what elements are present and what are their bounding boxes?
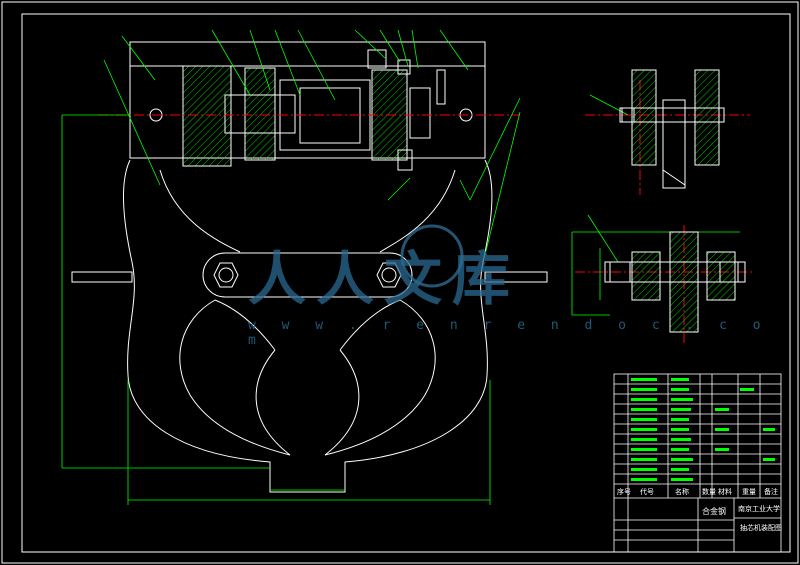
tb-header-seq: 序号 <box>617 487 631 496</box>
watermark-url: w w w . r e n r e n d o c . c o m <box>248 318 770 348</box>
title-block-entries <box>631 378 775 481</box>
tb-university: 南京工业大学 <box>738 504 780 513</box>
side-rod <box>71 271 548 283</box>
link-plate <box>202 252 413 298</box>
clamp-jaw-outline <box>123 159 493 493</box>
tb-header-wt: 重量 <box>742 488 756 496</box>
leader-lines <box>61 29 740 505</box>
tb-header-mat: 材料 <box>718 487 732 496</box>
tb-header-note: 备注 <box>764 487 778 496</box>
inner-frame <box>21 13 791 553</box>
tb-header-qty: 数量 <box>702 487 716 496</box>
tb-part-name: 合金钢 <box>702 506 726 516</box>
title-block-labels: 序号 代号 名称 数量 材料 重量 备注 合金钢 南京工业大学 抽芯机装配图 <box>617 487 782 532</box>
side-view-lower <box>604 231 746 333</box>
title-block <box>613 373 782 553</box>
watermark-logo <box>400 224 464 288</box>
tb-drawing-title: 抽芯机装配图 <box>740 523 782 532</box>
side-view-upper <box>619 69 725 189</box>
tb-header-code: 代号 <box>640 487 654 496</box>
upper-housing <box>129 41 486 171</box>
watermark-chinese: 人人文库 <box>248 245 521 313</box>
tb-header-name: 名称 <box>675 487 689 496</box>
